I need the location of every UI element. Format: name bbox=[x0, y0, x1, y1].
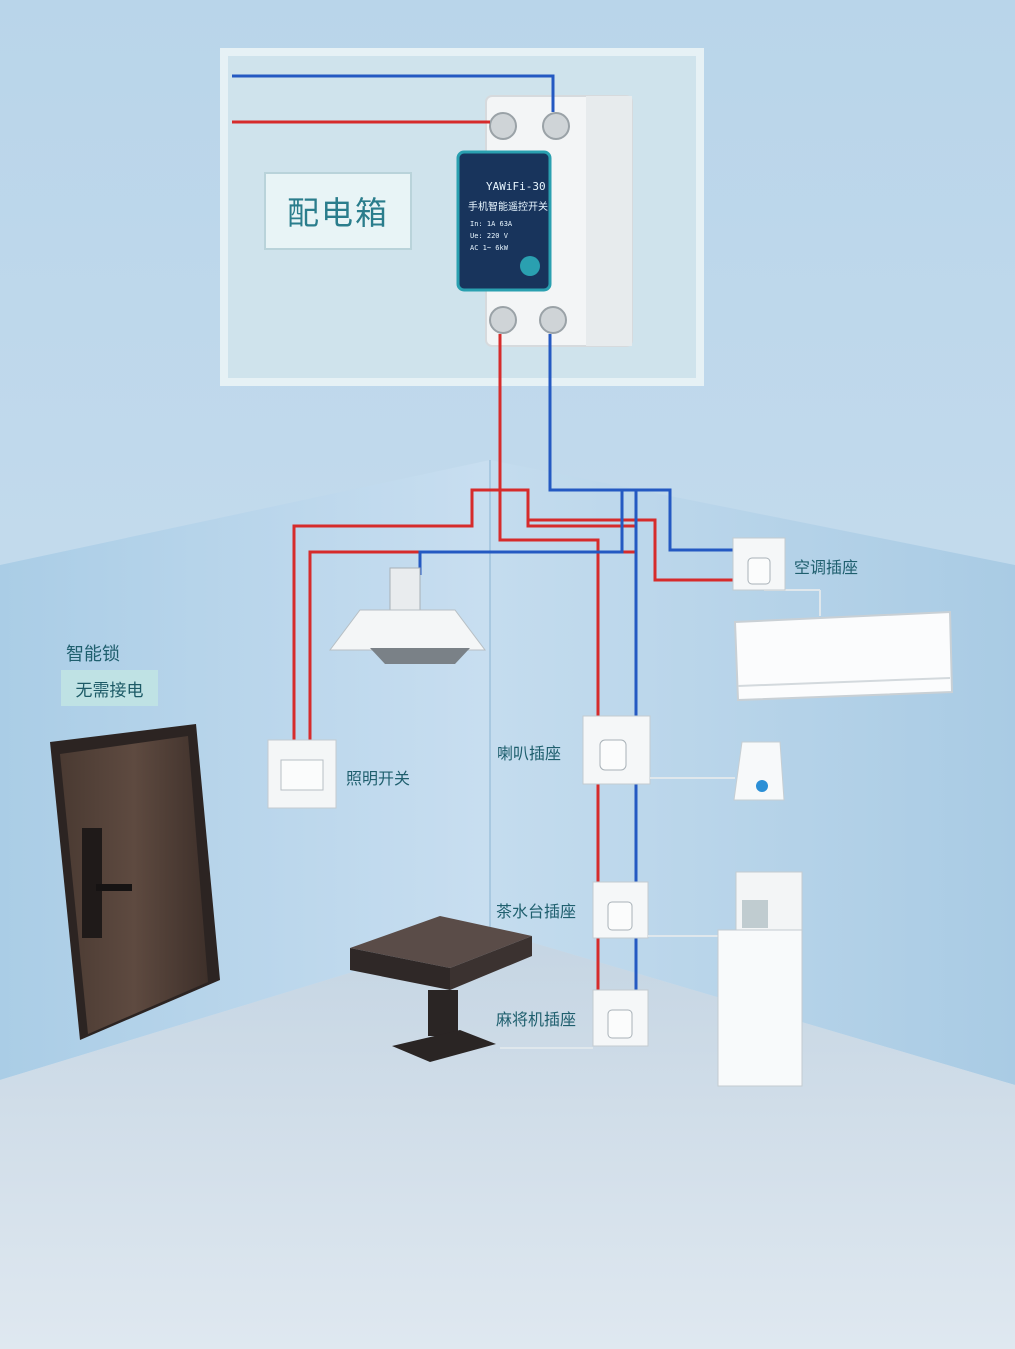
mahjong-socket-label: 麻将机插座 bbox=[496, 1010, 577, 1029]
breaker-model: YAWiFi-30 bbox=[486, 180, 546, 193]
live-wire-ac bbox=[500, 488, 735, 582]
light-switch-label: 照明开关 bbox=[346, 769, 411, 788]
distribution-box-title: 配电箱 bbox=[264, 172, 412, 250]
door bbox=[50, 724, 220, 1040]
speaker-socket-label: 喇叭插座 bbox=[497, 744, 562, 763]
breaker-spec-1: In: 1A 63A bbox=[470, 220, 513, 228]
tea-socket-label: 茶水台插座 bbox=[496, 902, 577, 921]
smart-breaker bbox=[456, 95, 633, 347]
live-wire-lamp bbox=[292, 488, 500, 742]
air-conditioner bbox=[733, 610, 954, 702]
breaker-desc: 手机智能遥控开关 bbox=[468, 202, 548, 213]
ac-socket bbox=[732, 537, 786, 591]
tea-socket bbox=[592, 881, 649, 939]
breaker-spec-3: AC 1~ 6kW bbox=[470, 244, 508, 252]
smart-speaker bbox=[733, 741, 785, 801]
speaker-socket bbox=[582, 715, 651, 785]
breaker-spec-2: Ue: 220 V bbox=[470, 232, 508, 240]
ceiling-lamp bbox=[329, 567, 486, 664]
no-wiring-badge: 无需接电 bbox=[61, 670, 158, 706]
water-dispenser bbox=[717, 871, 803, 1087]
neutral-wire-lamp bbox=[418, 490, 624, 575]
light-switch bbox=[267, 739, 337, 809]
smart-lock-label: 智能锁 bbox=[66, 644, 120, 665]
neutral-wire-ac bbox=[636, 488, 735, 552]
ac-socket-label: 空调插座 bbox=[794, 558, 859, 577]
neutral-wire-feed bbox=[232, 74, 555, 112]
mahjong-table bbox=[350, 916, 532, 1062]
mahjong-socket bbox=[592, 989, 649, 1047]
